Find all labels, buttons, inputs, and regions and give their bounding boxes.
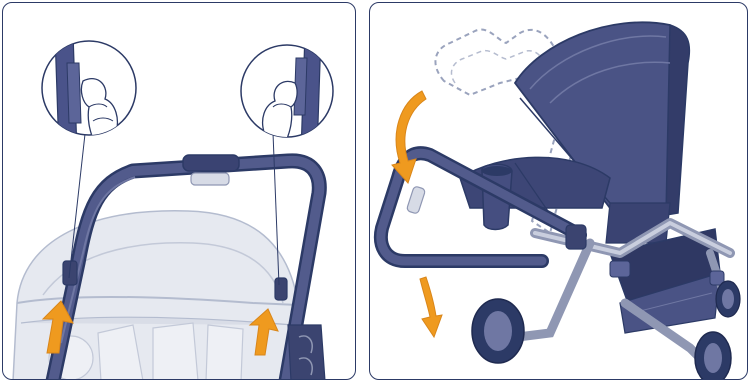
fold-handlebar-illustration	[370, 3, 748, 380]
right-handle-release-magnifier	[241, 33, 333, 153]
panel-release-handles	[2, 2, 356, 380]
release-handles-illustration	[3, 3, 356, 380]
panel-fold-handlebar	[369, 2, 748, 380]
down-arrow	[420, 277, 442, 337]
curved-down-arrow	[392, 91, 426, 183]
left-handle-release-magnifier	[42, 33, 136, 153]
